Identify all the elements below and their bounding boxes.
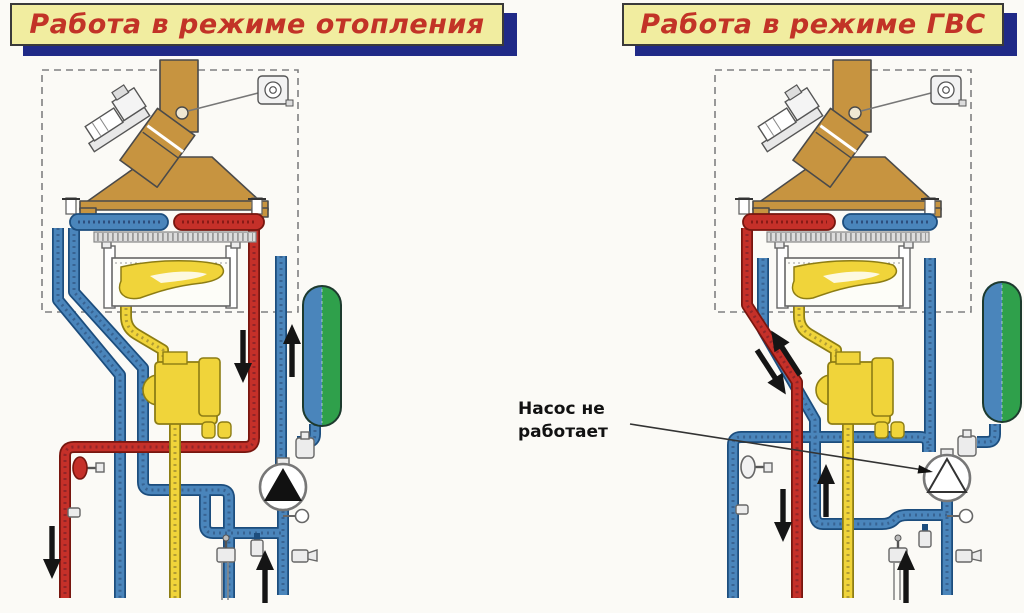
expansion-tank [982, 281, 1022, 423]
down-arrow-radiator [43, 526, 61, 579]
boiler-casing-outline [41, 69, 299, 313]
primary-heat-exchanger [742, 213, 938, 243]
circulation-pump [922, 448, 972, 503]
boiler-casing-outline [714, 69, 972, 313]
pump-not-working-label: Насос не работает [518, 399, 608, 442]
expansion-tank [302, 285, 342, 427]
filling-valve [216, 534, 236, 600]
dhw-mode-diagram [629, 60, 1022, 603]
pump-note-leader-line [629, 423, 933, 474]
air-vent-cap [300, 431, 310, 440]
pump-impeller-triangle [926, 456, 968, 493]
radiator-valve [67, 456, 105, 518]
up-arrow-inlet [256, 550, 274, 603]
pressure-gauge [283, 508, 310, 524]
air-vent-cap [962, 429, 972, 438]
heating-mode-diagram [41, 60, 342, 603]
air-vent [957, 435, 977, 457]
three-way-valve-fitting [918, 524, 932, 548]
pressure-gauge [947, 508, 974, 524]
inlet-valve [735, 455, 773, 515]
down-arrow-red-column [774, 489, 792, 542]
title-dhw-mode: Работа в режиме ГВС [622, 3, 1004, 46]
pump-impeller-triangle [264, 468, 302, 501]
primary-heat-exchanger [69, 213, 265, 243]
air-vent [295, 437, 315, 459]
title-heating-mode: Работа в режиме отопления [10, 3, 504, 46]
drain-valve [291, 549, 318, 563]
circulation-pump [258, 457, 308, 512]
drain-valve [955, 549, 982, 563]
water-pipes-blue [733, 258, 995, 598]
three-way-valve-fitting [250, 533, 264, 557]
